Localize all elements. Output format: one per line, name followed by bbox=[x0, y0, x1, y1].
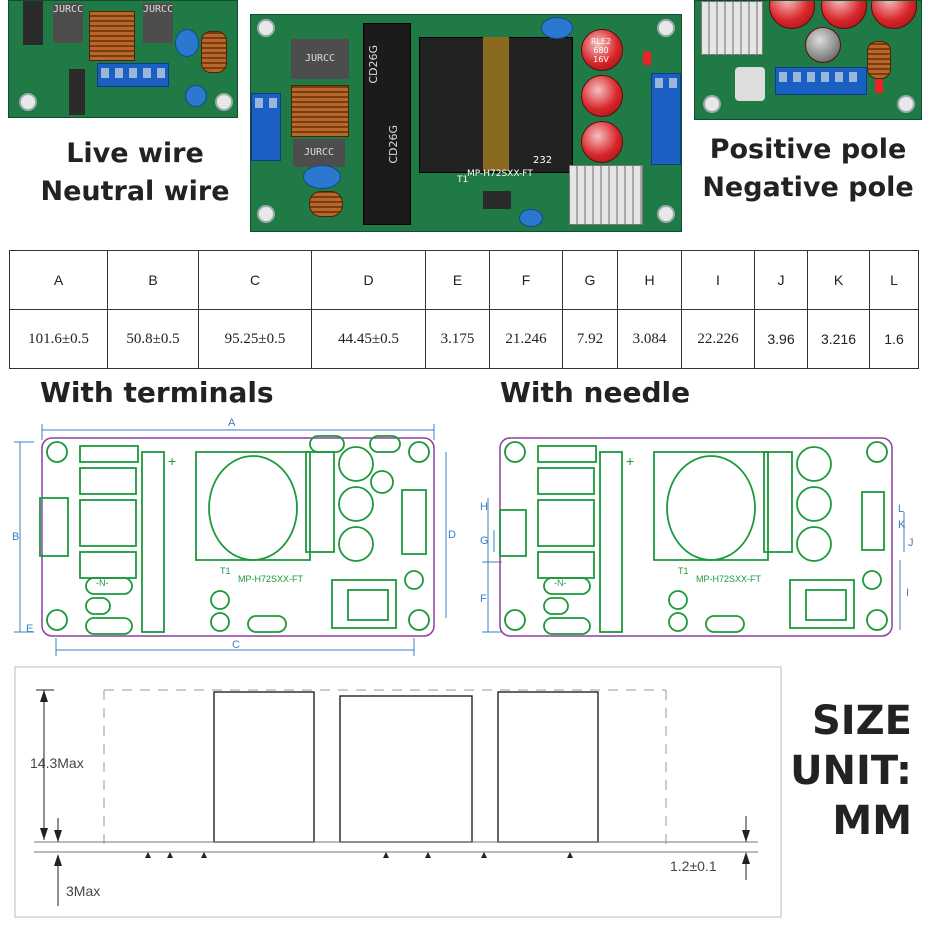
photo-output-side bbox=[694, 0, 922, 120]
dim-label-d: D bbox=[448, 529, 456, 541]
dim-label-b: B bbox=[12, 531, 19, 543]
table-cell: 21.246 bbox=[489, 309, 563, 369]
jurcc-label-center: JURCC bbox=[291, 39, 349, 79]
table-header: I bbox=[681, 250, 755, 310]
table-header: L bbox=[869, 250, 919, 310]
table-cell: 7.92 bbox=[562, 309, 618, 369]
dim-label-e: E bbox=[26, 623, 33, 635]
n-symbol-1: -N- bbox=[96, 578, 109, 588]
board-model-label: MP-H72SXX-FT bbox=[467, 169, 533, 179]
input-terminal-block bbox=[97, 63, 169, 87]
caption-live-wire: Live wire bbox=[66, 138, 204, 169]
size-unit-line2: MM bbox=[832, 798, 912, 844]
dimension-table: A B C D E F G H I J K L 101.6±0.5 50.8±0… bbox=[9, 250, 919, 369]
dim-label-h: H bbox=[480, 501, 488, 513]
section-title-with-needle: With needle bbox=[500, 376, 691, 409]
board-output-terminal bbox=[651, 73, 681, 165]
table-cell: 50.8±0.5 bbox=[107, 309, 199, 369]
table-header: E bbox=[425, 250, 490, 310]
photo-input-side: JURCC JURCC bbox=[8, 0, 238, 118]
table-header-row: A B C D E F G H I J K L bbox=[9, 250, 919, 310]
drawing-with-terminals: A B C D E -N- + MP-H72SXX-FT T1 bbox=[12, 417, 456, 656]
code-label: 232 bbox=[533, 155, 553, 166]
table-header: B bbox=[107, 250, 199, 310]
cd26g-label-2: CD26G bbox=[387, 125, 400, 164]
dim-label-i: I bbox=[906, 587, 909, 599]
table-cell: 3.084 bbox=[617, 309, 682, 369]
height-label: 14.3Max bbox=[30, 755, 84, 771]
dim-label-j: J bbox=[908, 537, 914, 549]
table-header: G bbox=[562, 250, 618, 310]
table-cell: 3.175 bbox=[425, 309, 490, 369]
table-cell: 1.6 bbox=[869, 309, 919, 369]
plus-symbol-2: + bbox=[626, 453, 634, 469]
jurcc-label-center-2: JURCC bbox=[293, 139, 345, 167]
side-view-drawing: 14.3Max 3Max 1.2±0.1 bbox=[14, 666, 782, 918]
size-unit-line1: SIZE UNIT: bbox=[790, 698, 912, 794]
caption-negative-pole: Negative pole bbox=[702, 172, 914, 203]
thickness-label: 1.2±0.1 bbox=[670, 858, 717, 874]
table-header: A bbox=[9, 250, 108, 310]
drawing-model-2: MP-H72SXX-FT bbox=[696, 574, 762, 584]
jurcc-label-left: JURCC bbox=[53, 3, 83, 43]
table-cell: 101.6±0.5 bbox=[9, 309, 108, 369]
photo-full-board: JURCC JURCC CD26G CD26G T1 MP-H72SXX-FT … bbox=[250, 14, 682, 232]
heatsink bbox=[569, 165, 643, 225]
caption-positive-pole: Positive pole bbox=[709, 134, 907, 165]
table-cell: 3.96 bbox=[754, 309, 808, 369]
table-header: C bbox=[198, 250, 312, 310]
plus-symbol-1: + bbox=[168, 453, 176, 469]
section-title-with-terminals: With terminals bbox=[40, 376, 274, 409]
size-unit-label: SIZE UNIT: MM bbox=[680, 696, 912, 846]
table-header: K bbox=[807, 250, 870, 310]
dim-label-f: F bbox=[480, 593, 487, 605]
drawing-with-needle: H G F I J K L -N- + MP-H72SXX-FT T1 bbox=[480, 437, 914, 637]
dim-label-l: L bbox=[898, 503, 904, 515]
dim-label-g: G bbox=[480, 535, 489, 547]
drawing-model-1: MP-H72SXX-FT bbox=[238, 574, 304, 584]
table-cell: 3.216 bbox=[807, 309, 870, 369]
table-header: D bbox=[311, 250, 426, 310]
dim-label-k: K bbox=[898, 519, 906, 531]
table-cell: 44.45±0.5 bbox=[311, 309, 426, 369]
table-value-row: 101.6±0.5 50.8±0.5 95.25±0.5 44.45±0.5 3… bbox=[9, 309, 919, 369]
table-cell: 22.226 bbox=[681, 309, 755, 369]
dim-label-c: C bbox=[232, 639, 240, 651]
output-terminal-block bbox=[775, 67, 867, 95]
cd26g-label: CD26G bbox=[367, 45, 380, 84]
table-header: H bbox=[617, 250, 682, 310]
caption-neutral-wire: Neutral wire bbox=[40, 176, 230, 207]
drawing-t1-2: T1 bbox=[678, 566, 689, 576]
n-symbol-2: -N- bbox=[554, 578, 567, 588]
drawing-t1-1: T1 bbox=[220, 566, 231, 576]
table-header: J bbox=[754, 250, 808, 310]
jurcc-label-left-2: JURCC bbox=[143, 3, 173, 43]
table-cell: 95.25±0.5 bbox=[198, 309, 312, 369]
board-input-terminal bbox=[251, 93, 281, 161]
table-header: F bbox=[489, 250, 563, 310]
t1-label: T1 bbox=[457, 175, 469, 185]
dim-label-a: A bbox=[228, 417, 236, 429]
bottom-label: 3Max bbox=[66, 883, 100, 899]
